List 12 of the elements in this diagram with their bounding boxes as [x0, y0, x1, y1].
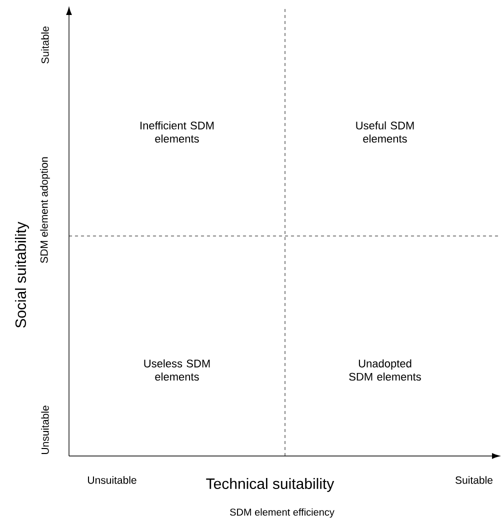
quadrant-label: Inefficient SDM elements [140, 121, 214, 143]
axis-end-label: Unsuitable [88, 476, 136, 484]
axis-title: Technical suitability [206, 478, 334, 492]
quadrant-label: Useless SDM elements [144, 359, 210, 381]
quadrant-label: Useful SDM elements [356, 121, 414, 143]
axis-end-label: Suitable [456, 476, 492, 484]
axis-title: Social suitability [15, 222, 29, 328]
axis-subtitle: SDM element adoption [40, 157, 50, 263]
axis-end-label: Unsuitable [41, 406, 49, 454]
axis-end-label: Suitable [41, 26, 49, 64]
quadrant-label: Unadopted SDM elements [349, 359, 421, 381]
axis-subtitle: SDM element efficiency [230, 508, 334, 518]
